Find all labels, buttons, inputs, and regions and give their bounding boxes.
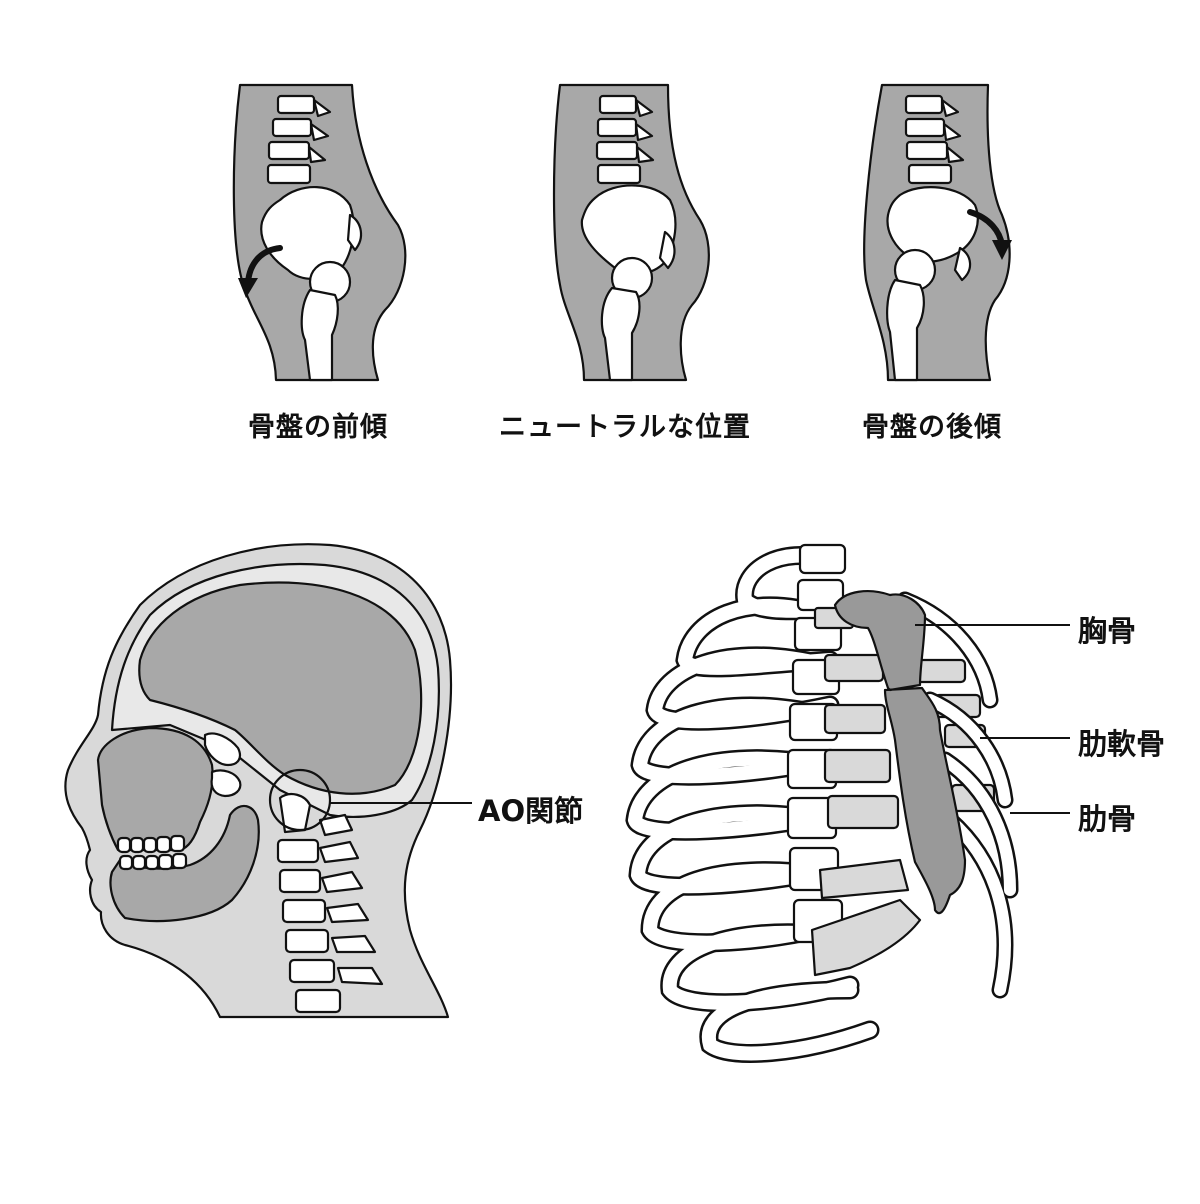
caption-neutral: ニュートラルな位置 bbox=[499, 412, 751, 443]
teeth bbox=[116, 834, 188, 871]
label-costal-cartilage: 肋軟骨 bbox=[1078, 727, 1166, 761]
caption-posterior-tilt: 骨盤の後傾 bbox=[862, 412, 1002, 443]
label-rib: 肋骨 bbox=[1078, 802, 1137, 836]
facial-skeleton bbox=[96, 726, 214, 852]
ao-joint-circle bbox=[268, 768, 332, 832]
lumbar-spine bbox=[595, 94, 655, 185]
ribs bbox=[625, 546, 880, 1063]
cervical-spine bbox=[276, 792, 384, 1014]
femur bbox=[886, 278, 925, 382]
mandible bbox=[109, 804, 260, 923]
ribcage-figure bbox=[625, 543, 1070, 1063]
sternum bbox=[833, 590, 967, 915]
caption-anterior-tilt: 骨盤の前傾 bbox=[248, 412, 388, 443]
label-ao-joint: AO関節 bbox=[478, 794, 584, 828]
lumbar-spine bbox=[266, 94, 332, 185]
lumbar-spine bbox=[904, 94, 965, 185]
femur bbox=[600, 286, 641, 382]
label-sternum: 胸骨 bbox=[1078, 614, 1137, 648]
pelvis-posterior-tilt-figure bbox=[863, 83, 1012, 382]
head-sagittal-figure bbox=[64, 543, 472, 1019]
brain-cavity bbox=[138, 581, 423, 795]
pelvis-bone bbox=[886, 186, 979, 263]
pelvis-anterior-tilt-figure bbox=[232, 83, 407, 382]
pelvis-neutral-figure bbox=[552, 83, 710, 382]
femur bbox=[300, 288, 339, 382]
tilt-arrow bbox=[245, 245, 283, 285]
right-side-ribs bbox=[896, 591, 1019, 999]
